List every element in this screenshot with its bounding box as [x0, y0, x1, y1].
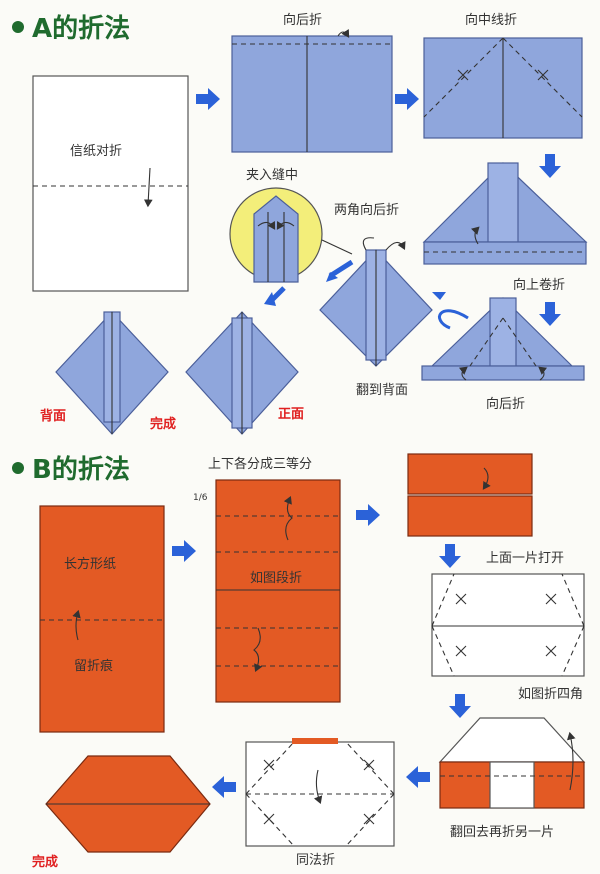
label-flip-back-fold: 翻回去再折另一片 — [450, 825, 554, 840]
step-a8-front-view — [185, 311, 299, 435]
label-fold-corners: 如图折四角 — [518, 686, 583, 702]
down-arrow-icon — [439, 544, 461, 568]
prev-arrow-icon — [212, 776, 236, 798]
step-a1-letter-paper — [32, 75, 189, 292]
detail-magnifier — [229, 187, 353, 283]
prev-arrow-icon — [406, 766, 430, 788]
down-arrow-icon — [539, 302, 561, 326]
step-b2-thirds — [215, 479, 341, 703]
next-arrow-icon — [196, 88, 220, 110]
label-keep-crease: 留折痕 — [74, 658, 113, 674]
label-fraction-mark: 1/6 — [193, 493, 208, 503]
step-b6-same-fold — [245, 738, 395, 847]
step-b1-rect-paper — [39, 505, 165, 733]
label-corners-back: 两角向后折 — [334, 202, 399, 218]
step-a7-back-view — [55, 311, 169, 435]
step-a3-fold-to-center — [423, 37, 583, 139]
label-roll-up: 向上卷折 — [513, 277, 565, 293]
flip-arrow-icon — [438, 309, 469, 330]
label-done-b: 完成 — [32, 854, 58, 870]
label-thirds: 上下各分成三等分 — [208, 456, 312, 472]
step-a5-fold-back — [421, 297, 585, 381]
label-fold-back-2: 向后折 — [486, 396, 525, 412]
label-tuck-in: 夹入缝中 — [246, 168, 298, 183]
label-flip-over: 翻到背面 — [356, 383, 408, 398]
down-arrow-icon — [539, 154, 561, 178]
label-fold-to-center: 向中线折 — [465, 12, 517, 28]
step-a4-roll-up — [422, 162, 588, 265]
label-fold-back: 向后折 — [283, 12, 322, 28]
step-b7-completed — [45, 755, 211, 853]
label-rect-paper: 长方形纸 — [64, 556, 116, 572]
step-b5-flip-back — [438, 717, 586, 809]
label-step-fold: 如图段折 — [250, 570, 302, 586]
section-b-title: B的折法 — [32, 454, 130, 485]
section-bullet-icon — [12, 21, 24, 33]
label-done-a: 完成 — [150, 416, 176, 432]
step-b4-opened — [431, 573, 585, 677]
down-arrow-icon — [449, 694, 471, 718]
section-a-title: A的折法 — [32, 13, 130, 44]
next-arrow-icon — [356, 504, 380, 526]
next-arrow-icon — [172, 540, 196, 562]
flip-arrowhead-icon — [432, 292, 446, 300]
step-a2-fold-back — [231, 29, 393, 153]
label-front-side: 正面 — [278, 407, 304, 422]
label-same-fold: 同法折 — [296, 853, 335, 868]
step-b3-folded-band — [407, 453, 533, 537]
step-a6-flip-over — [319, 237, 433, 367]
label-letter-fold: 信纸对折 — [70, 144, 122, 159]
label-open-top: 上面一片打开 — [486, 551, 564, 566]
label-back-side: 背面 — [40, 408, 66, 424]
next-arrow-icon — [395, 88, 419, 110]
section-bullet-icon — [12, 462, 24, 474]
